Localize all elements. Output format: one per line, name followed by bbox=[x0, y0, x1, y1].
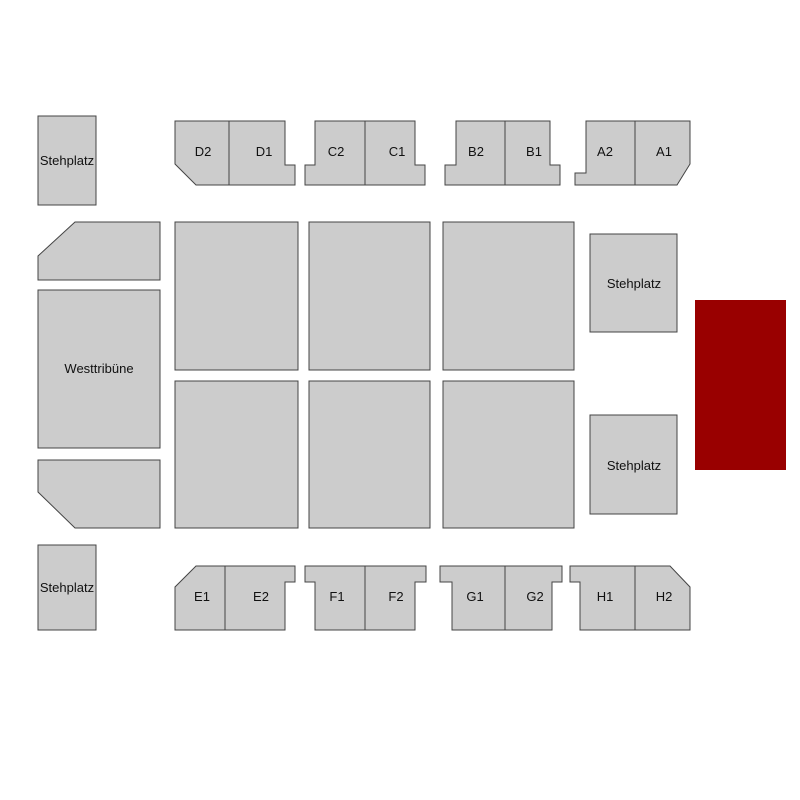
block-a1[interactable] bbox=[634, 120, 691, 186]
floor-block[interactable] bbox=[442, 380, 575, 529]
west-lower-corner-block[interactable] bbox=[37, 459, 161, 529]
block-d2[interactable] bbox=[174, 120, 230, 186]
block-f2[interactable] bbox=[364, 565, 427, 631]
floor-block[interactable] bbox=[174, 380, 299, 529]
block-h2[interactable] bbox=[634, 565, 691, 631]
west-stand-block[interactable] bbox=[37, 289, 161, 449]
floor-block[interactable] bbox=[174, 221, 299, 371]
block-g2[interactable] bbox=[504, 565, 563, 631]
standing-top-left[interactable] bbox=[37, 115, 97, 206]
standing-right-top[interactable] bbox=[589, 233, 678, 333]
floor-block[interactable] bbox=[308, 380, 431, 529]
standing-bottom-left[interactable] bbox=[37, 544, 97, 631]
block-g1[interactable] bbox=[439, 565, 506, 631]
block-c2[interactable] bbox=[304, 120, 366, 186]
floor-block[interactable] bbox=[308, 221, 431, 371]
block-c1[interactable] bbox=[364, 120, 426, 186]
block-b2[interactable] bbox=[444, 120, 506, 186]
stage bbox=[695, 300, 786, 470]
block-a2[interactable] bbox=[574, 120, 636, 186]
block-e2[interactable] bbox=[224, 565, 296, 631]
block-d1[interactable] bbox=[228, 120, 296, 186]
block-h1[interactable] bbox=[569, 565, 636, 631]
block-e1[interactable] bbox=[174, 565, 226, 631]
floor-block[interactable] bbox=[442, 221, 575, 371]
block-b1[interactable] bbox=[504, 120, 561, 186]
block-f1[interactable] bbox=[304, 565, 366, 631]
standing-right-bottom[interactable] bbox=[589, 414, 678, 515]
west-upper-corner-block[interactable] bbox=[37, 221, 161, 281]
